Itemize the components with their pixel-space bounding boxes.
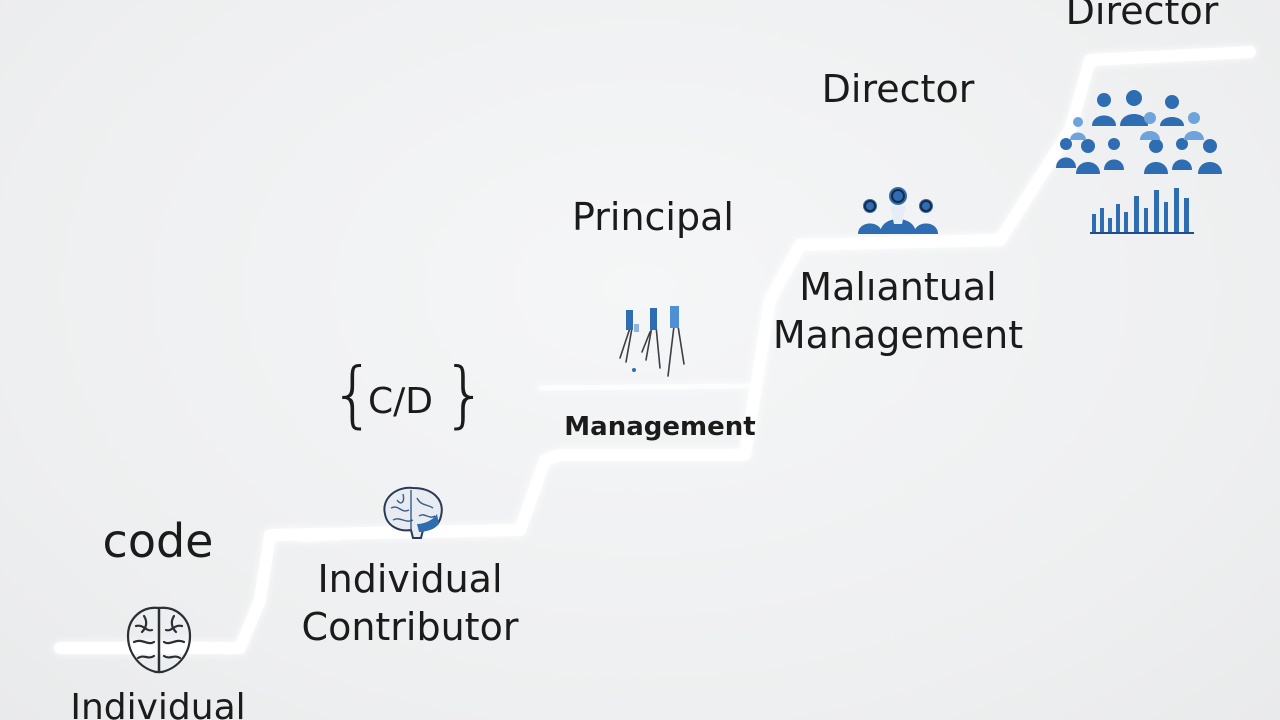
mm-label-line2: Management <box>772 313 1024 357</box>
brace-open: { <box>330 352 376 436</box>
management-small-label: Management <box>564 412 756 442</box>
cd-label: C/D <box>368 381 433 422</box>
brain-icon <box>383 486 443 539</box>
team-icon <box>858 187 938 234</box>
director-mid-label: Director <box>821 67 975 111</box>
ic-label-line2: Contributor <box>301 605 519 649</box>
code-label: code <box>102 514 214 568</box>
director-top-label: Director <box>1065 0 1219 33</box>
bar-chart-icon <box>1090 188 1194 234</box>
brace-close: } <box>442 352 488 436</box>
tools-icon <box>619 306 685 377</box>
principal-label: Principal <box>572 195 734 239</box>
mm-label-line1: Malıantual <box>799 265 997 309</box>
ic-label-line1: Individual <box>317 557 503 601</box>
organization-icon <box>1056 90 1222 174</box>
brain-icon <box>126 606 192 674</box>
individual-label-bottom: Individual <box>70 687 246 720</box>
